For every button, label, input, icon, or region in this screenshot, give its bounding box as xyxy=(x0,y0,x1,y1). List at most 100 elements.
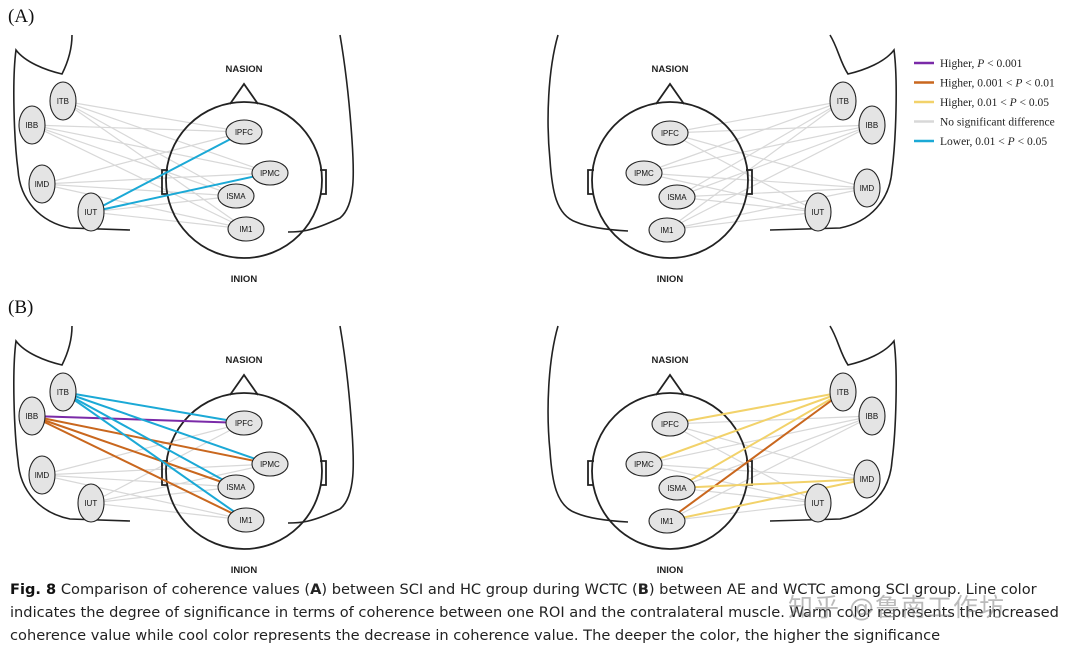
nasion-label: NASION xyxy=(226,355,263,366)
roi-node-pfc-label: lPFC xyxy=(661,420,679,429)
muscle-node-tb: lTB xyxy=(830,82,856,120)
roi-node-sma-label: lSMA xyxy=(667,193,687,202)
roi-node-sma-label: lSMA xyxy=(226,192,246,201)
connection-line-ut-m1 xyxy=(91,212,246,229)
muscle-node-bb-label: lBB xyxy=(866,412,878,421)
roi-node-pmc: lPMC xyxy=(626,161,662,185)
diagram-a-right: NASION INION lPFC lPMC lSMA lM1 lTB lBB lMD lUT xyxy=(548,35,896,285)
caption-bold-b: B xyxy=(638,581,649,598)
muscle-node-md-label: lMD xyxy=(860,475,874,484)
muscle-node-tb: lTB xyxy=(50,373,76,411)
inion-label: INION xyxy=(657,274,684,285)
body-outline xyxy=(14,326,354,523)
muscle-node-md-label: lMD xyxy=(860,184,874,193)
connection-line-bb-m1 xyxy=(32,125,246,229)
watermark: 知乎 @鲁南工作坊 xyxy=(788,588,1005,624)
muscle-node-bb: lBB xyxy=(19,106,45,144)
roi-node-m1: lM1 xyxy=(228,217,264,241)
coherence-figure: (A) (B) NASION INION lPFC lPMC lSMA lM1 lTB lBB… xyxy=(0,0,1080,575)
roi-node-pmc: lPMC xyxy=(626,452,662,476)
diagram-b-right: NASION INION lPFC lPMC lSMA lM1 lTB lBB lMD lUT xyxy=(548,326,896,575)
roi-node-pfc-label: lPFC xyxy=(235,128,253,137)
body-outline xyxy=(14,35,354,232)
connection-line-md-sma xyxy=(677,188,867,197)
muscle-node-ut-label: lUT xyxy=(812,208,825,217)
roi-node-pfc: lPFC xyxy=(652,412,688,436)
roi-node-pmc-label: lPMC xyxy=(260,460,280,469)
muscle-node-ut-label: lUT xyxy=(812,499,825,508)
roi-node-sma-label: lSMA xyxy=(226,483,246,492)
nasion-label: NASION xyxy=(652,64,689,75)
connection-line-ut-sma xyxy=(91,196,236,212)
caption-text-2: ) between SCI and HC group during WCTC ( xyxy=(321,581,637,598)
muscle-node-ut-label: lUT xyxy=(85,499,98,508)
connection-line-ut-sma xyxy=(677,197,818,212)
connection-line-ut-sma xyxy=(91,487,236,503)
roi-node-m1-label: lM1 xyxy=(240,225,253,234)
roi-node-m1-label: lM1 xyxy=(661,226,674,235)
muscle-node-bb-label: lBB xyxy=(26,121,38,130)
connection-line-ut-m1 xyxy=(91,503,246,520)
muscle-node-ut-label: lUT xyxy=(85,208,98,217)
diagram-a-left: NASION INION lPFC lPMC lSMA lM1 lTB lBB lMD lUT xyxy=(14,35,354,285)
muscle-node-bb: lBB xyxy=(19,397,45,435)
muscle-node-md-label: lMD xyxy=(35,180,49,189)
connection-line-md-pfc xyxy=(670,424,867,479)
roi-node-sma-label: lSMA xyxy=(667,484,687,493)
legend-label-lower_p005: Lower, 0.01 < P < 0.05 xyxy=(940,136,1047,148)
roi-node-sma: lSMA xyxy=(218,475,254,499)
caption-text-1: Comparison of coherence values ( xyxy=(56,581,310,598)
muscle-node-ut: lUT xyxy=(805,484,831,522)
connection-line-md-m1 xyxy=(667,188,867,230)
legend-label-higher_p005: Higher, 0.01 < P < 0.05 xyxy=(940,97,1049,109)
panel-label-b: (B) xyxy=(8,297,33,318)
inion-label: INION xyxy=(231,274,258,285)
roi-node-pfc-label: lPFC xyxy=(661,129,679,138)
roi-node-pfc: lPFC xyxy=(652,121,688,145)
caption-bold-a: A xyxy=(310,581,321,598)
roi-node-m1: lM1 xyxy=(649,218,685,242)
muscle-node-ut: lUT xyxy=(78,193,104,231)
no-difference-lines xyxy=(644,101,872,230)
muscle-node-md: lMD xyxy=(29,165,55,203)
roi-node-pmc: lPMC xyxy=(252,161,288,185)
muscle-node-md-label: lMD xyxy=(35,471,49,480)
sig-line-bb-m1 xyxy=(32,416,246,520)
roi-node-m1-label: lM1 xyxy=(661,517,674,526)
muscle-node-md: lMD xyxy=(854,169,880,207)
inion-label: INION xyxy=(657,565,684,575)
muscle-node-bb: lBB xyxy=(859,106,885,144)
nose-outline xyxy=(656,84,684,104)
roi-node-sma: lSMA xyxy=(218,184,254,208)
muscle-node-tb-label: lTB xyxy=(57,388,69,397)
roi-node-sma: lSMA xyxy=(659,185,695,209)
muscle-node-bb-label: lBB xyxy=(26,412,38,421)
nose-outline xyxy=(230,84,258,104)
roi-node-pmc-label: lPMC xyxy=(260,169,280,178)
panel-label-a: (A) xyxy=(8,6,34,27)
nasion-label: NASION xyxy=(652,355,689,366)
legend: Higher, P < 0.001Higher, 0.001 < P < 0.0… xyxy=(914,58,1055,148)
roi-node-pmc-label: lPMC xyxy=(634,169,654,178)
muscle-node-md: lMD xyxy=(29,456,55,494)
muscle-node-bb-label: lBB xyxy=(866,121,878,130)
legend-label-higher_p001: Higher, 0.001 < P < 0.01 xyxy=(940,78,1055,90)
caption-fig-label: Fig. 8 xyxy=(10,581,56,598)
roi-node-pfc: lPFC xyxy=(226,411,262,435)
connection-line-ut-sma xyxy=(677,488,818,503)
sig-line-md-sma xyxy=(677,479,867,488)
connection-line-md-pfc xyxy=(670,133,867,188)
muscle-node-tb-label: lTB xyxy=(57,97,69,106)
roi-node-pmc: lPMC xyxy=(252,452,288,476)
roi-node-m1: lM1 xyxy=(228,508,264,532)
muscle-node-ut: lUT xyxy=(805,193,831,231)
muscle-node-tb: lTB xyxy=(830,373,856,411)
muscle-node-bb: lBB xyxy=(859,397,885,435)
roi-node-pfc: lPFC xyxy=(226,120,262,144)
roi-node-m1: lM1 xyxy=(649,509,685,533)
nasion-label: NASION xyxy=(226,64,263,75)
roi-node-pmc-label: lPMC xyxy=(634,460,654,469)
significant-lines xyxy=(32,392,270,520)
nose-outline xyxy=(230,375,258,395)
